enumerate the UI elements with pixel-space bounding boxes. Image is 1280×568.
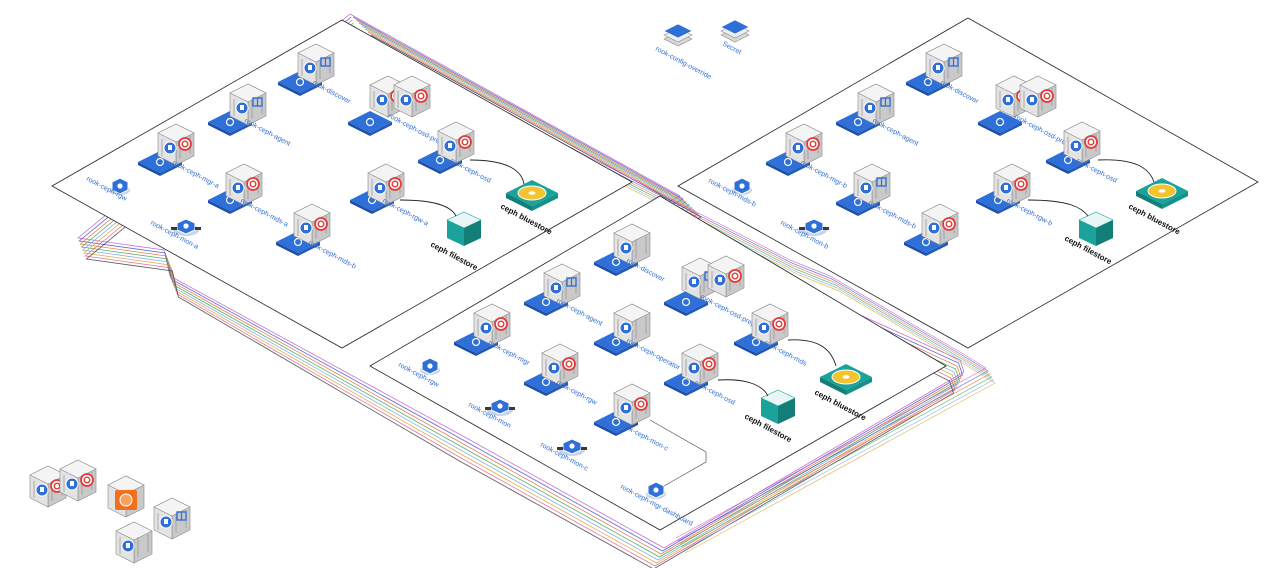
zone-c-mds-to-bluestore	[787, 339, 837, 367]
zone-a-osd-pod[interactable]	[438, 122, 474, 163]
zone-b-osd-pod[interactable]	[1064, 122, 1100, 163]
zone-c-osd-pod[interactable]	[682, 344, 718, 385]
config-override-stack[interactable]	[663, 23, 693, 47]
zone-c-rgw-pod[interactable]	[542, 344, 578, 385]
zone-b-osd-prepare-pod-2[interactable]	[1020, 76, 1056, 117]
zone-c-mon-c-pod[interactable]	[614, 384, 650, 425]
zone-b-osd-2-pod[interactable]	[922, 204, 958, 245]
zone-c-mon-c-to-dashboard	[649, 419, 707, 487]
zone-b-osd-to-bluestore	[1097, 159, 1155, 183]
zone-a-osd-prepare-pod-2[interactable]	[394, 76, 430, 117]
legend-operator-pod[interactable]	[107, 475, 145, 518]
zone-a-discover-pod[interactable]	[298, 44, 334, 85]
zone-c-platform	[369, 195, 947, 531]
zone-c-osd-to-filestore	[717, 379, 769, 397]
zone-c-osd-prepare-pod-2[interactable]	[708, 256, 744, 297]
zone-b-rgw-to-filestore	[1027, 199, 1089, 217]
legend-cluster	[30, 460, 190, 564]
zone-a-platform	[51, 19, 633, 349]
zone-c-mds-pod[interactable]	[752, 304, 788, 345]
secret-stack[interactable]	[720, 19, 750, 43]
config-override-label: rook-config-override	[654, 46, 712, 81]
zone-c-mgr-pod[interactable]	[474, 304, 510, 345]
legend-osd-prepare-pod-2[interactable]	[60, 460, 96, 501]
zone-b-mds-pod[interactable]	[854, 164, 890, 205]
zone-a-rgw-to-filestore	[399, 199, 457, 217]
zone-a-osd-to-bluestore	[469, 159, 525, 185]
legend-plain-pod[interactable]	[115, 521, 153, 564]
legend-grid-pod[interactable]	[154, 498, 190, 539]
zone-a-mds-b-pod[interactable]	[294, 204, 330, 245]
zone-b-discover-pod[interactable]	[926, 44, 962, 85]
zone-a-mgr-pod[interactable]	[158, 124, 194, 165]
zone-b-mgr-pod[interactable]	[786, 124, 822, 165]
secret-label: Secret	[721, 41, 742, 57]
zone-b-platform	[677, 17, 1259, 349]
